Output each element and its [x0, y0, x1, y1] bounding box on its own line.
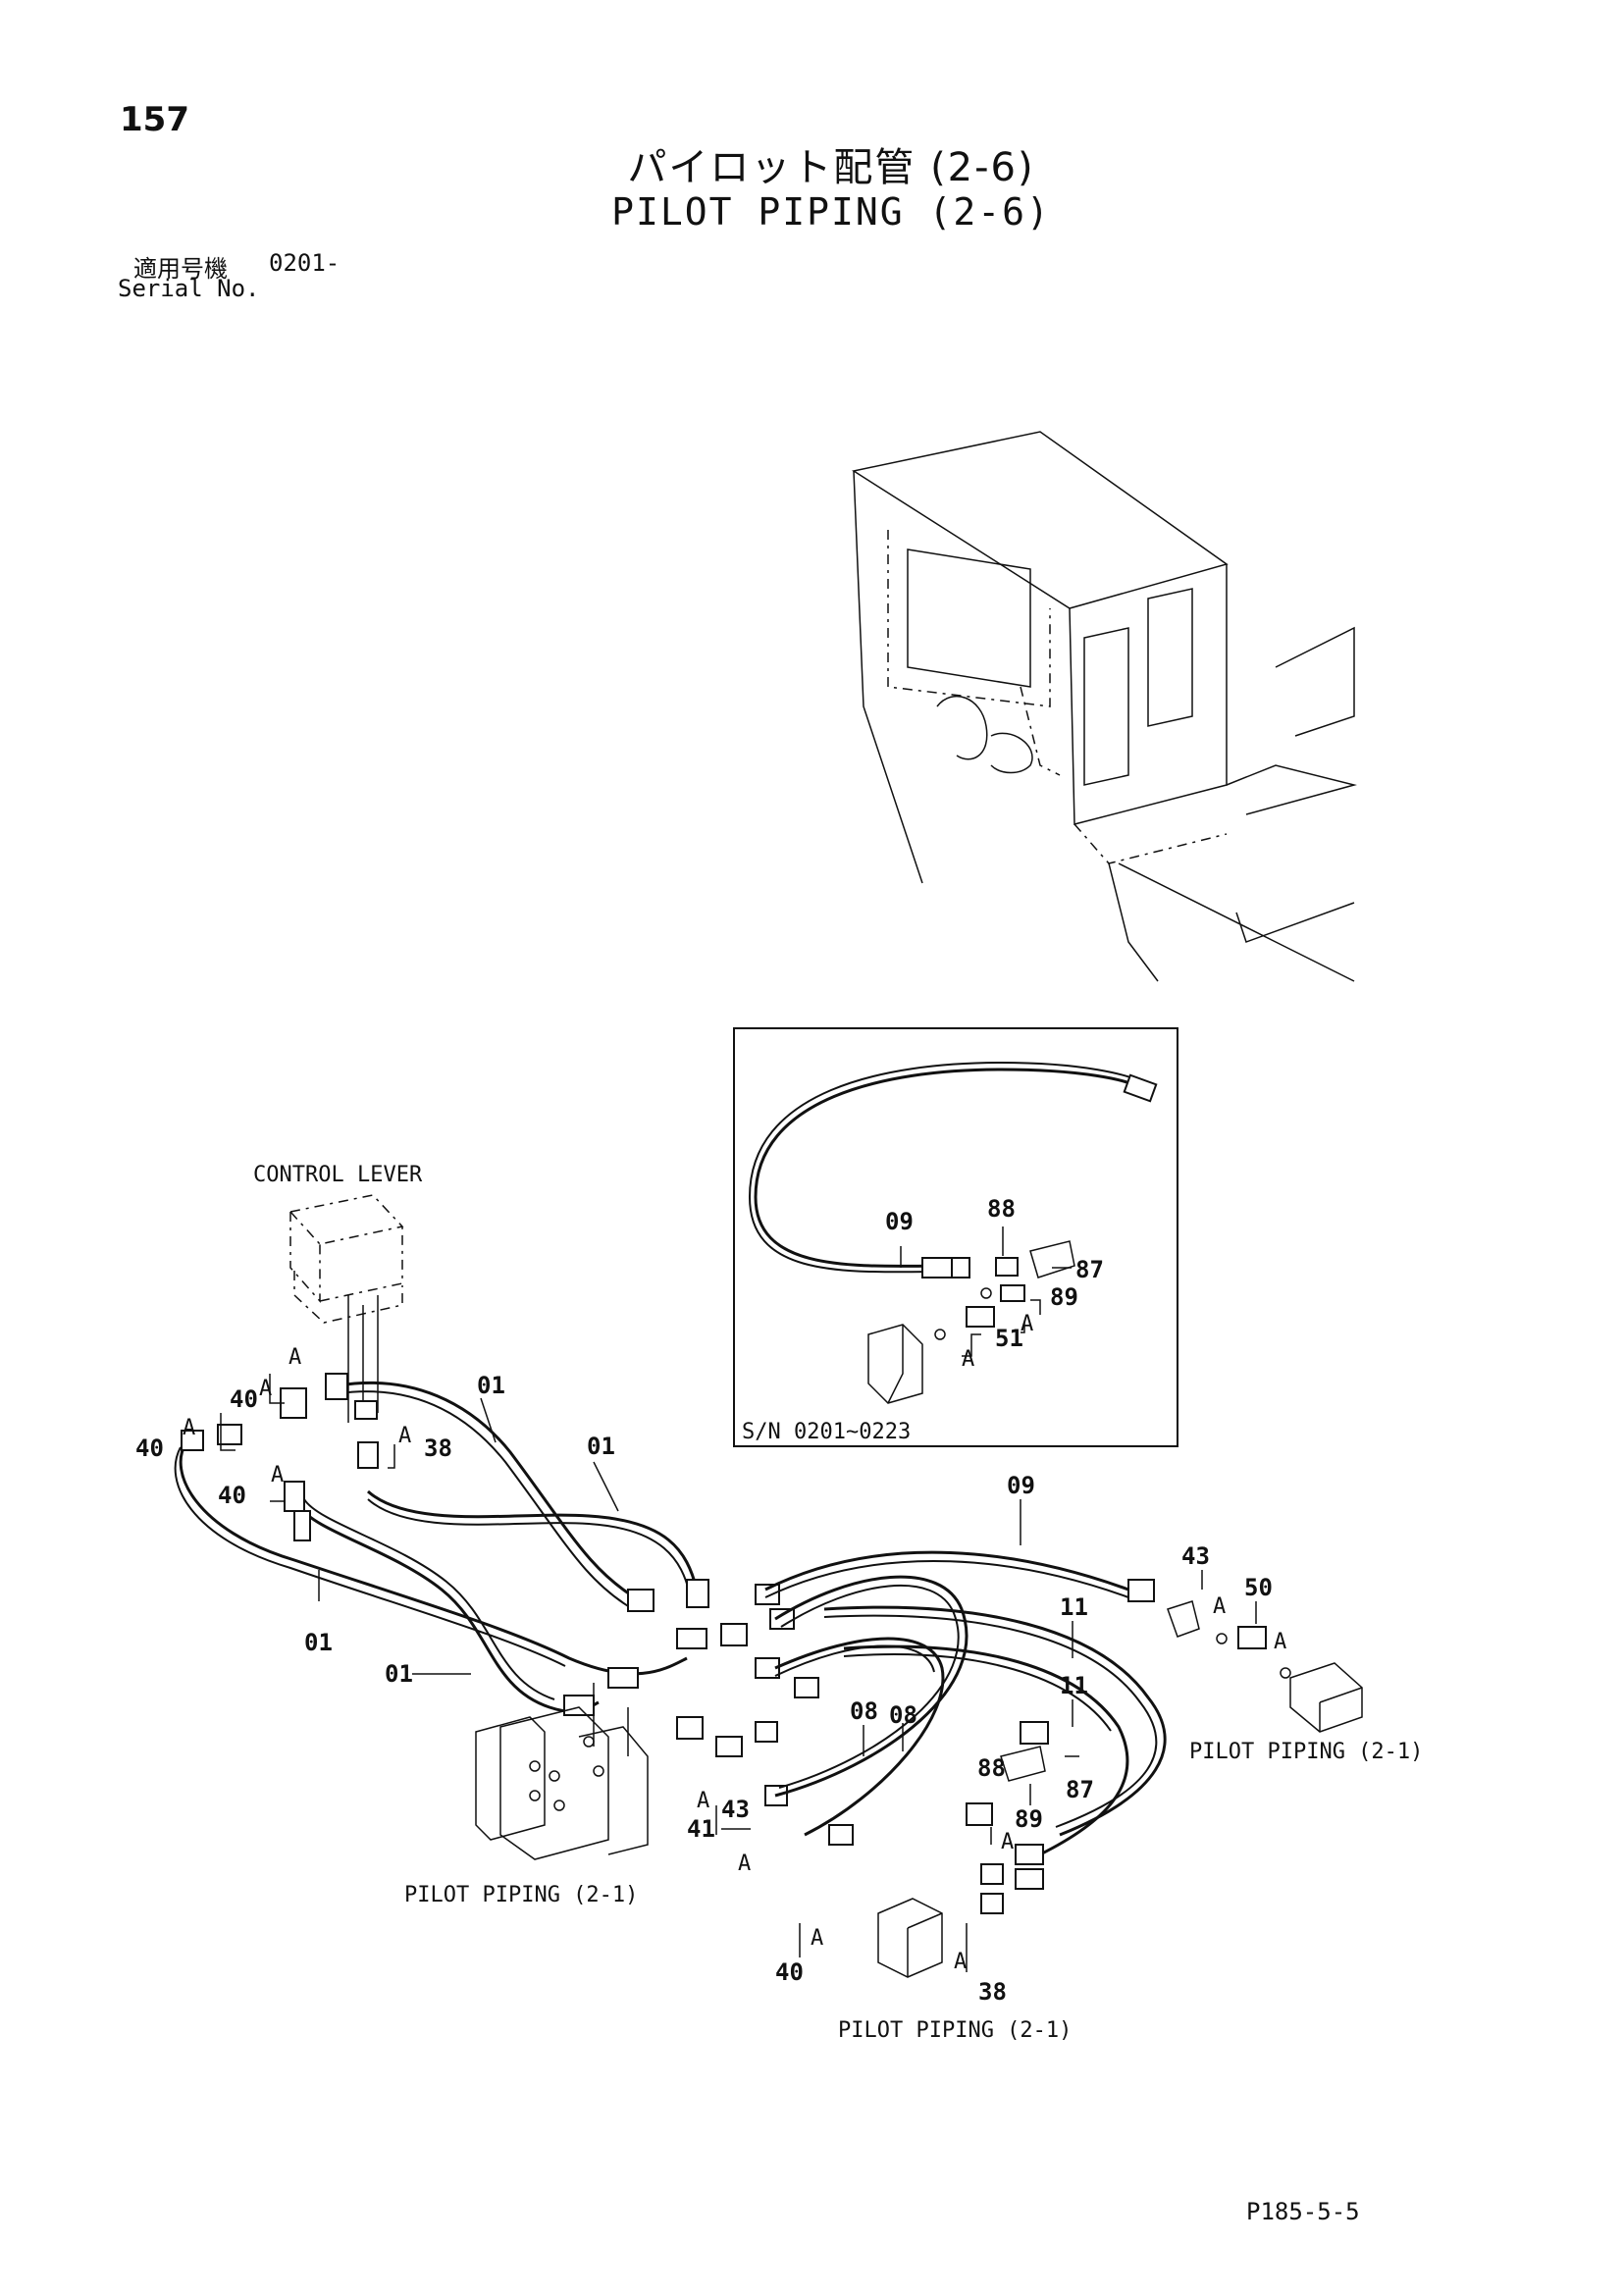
part-09: 09 — [1007, 1472, 1035, 1499]
control-lever-block — [288, 1194, 404, 1423]
serial-value: 0201- — [269, 249, 340, 277]
marker-a-11: A — [811, 1926, 823, 1951]
part-87: 87 — [1066, 1776, 1094, 1803]
part-01-a: 01 — [477, 1372, 505, 1399]
marker-a-7: A — [1274, 1630, 1286, 1654]
part-40-d: 40 — [775, 1958, 804, 1986]
control-lever-label: CONTROL LEVER — [253, 1163, 423, 1187]
marker-a-8: A — [697, 1789, 709, 1813]
part-89: 89 — [1015, 1805, 1043, 1833]
part-43-b: 43 — [721, 1796, 750, 1823]
marker-a-3: A — [183, 1416, 195, 1440]
serial-label-japanese: 適用号機 — [133, 255, 228, 283]
leader-lines — [220, 1374, 1257, 1972]
part-38-a: 38 — [424, 1435, 452, 1462]
footer-code: P185-5-5 — [1246, 2198, 1360, 2225]
pilot-piping-callout-right: PILOT PIPING (2-1) — [1189, 1740, 1423, 1764]
part-51-inset: 51 — [995, 1325, 1023, 1352]
part-01-c: 01 — [304, 1629, 333, 1656]
marker-a-9: A — [738, 1852, 751, 1876]
part-89-inset: 89 — [1050, 1283, 1078, 1311]
marker-a-12: A — [954, 1950, 967, 1974]
marker-a-2: A — [288, 1345, 301, 1370]
part-11-b: 11 — [1060, 1672, 1088, 1699]
page-title-japanese: パイロット配管 (2-6) — [627, 145, 1035, 190]
page-number: 157 — [120, 100, 189, 139]
part-43-a: 43 — [1181, 1542, 1210, 1570]
serial-label-english: Serial No. — [118, 275, 260, 302]
part-38-b: 38 — [978, 1978, 1007, 2006]
part-11-a: 11 — [1060, 1593, 1088, 1621]
part-09-inset: 09 — [885, 1208, 914, 1235]
part-08-a: 08 — [850, 1697, 878, 1725]
part-40-a: 40 — [230, 1385, 258, 1413]
valve-block — [475, 1683, 649, 1860]
marker-a-1: A — [259, 1377, 272, 1401]
cab-illustration — [852, 431, 1357, 982]
page-title-english: PILOT PIPING (2-6) — [611, 190, 1051, 234]
marker-a-10: A — [1001, 1830, 1014, 1854]
pilot-piping-callout-bottom: PILOT PIPING (2-1) — [838, 2018, 1072, 2043]
part-01-b: 01 — [587, 1433, 615, 1460]
part-40-c: 40 — [218, 1482, 246, 1509]
inset-box — [733, 1027, 1178, 1447]
marker-a-inset-1: A — [1021, 1312, 1033, 1336]
inset-serial-range: S/N 0201~0223 — [742, 1420, 911, 1444]
marker-a-4: A — [271, 1463, 284, 1487]
marker-a-inset-2: A — [962, 1347, 974, 1372]
part-40-b: 40 — [135, 1435, 164, 1462]
right-hoses — [764, 1550, 1363, 1978]
part-41: 41 — [687, 1815, 715, 1843]
part-01-d: 01 — [385, 1660, 413, 1688]
part-87-inset: 87 — [1075, 1256, 1104, 1283]
pilot-piping-callout-left: PILOT PIPING (2-1) — [404, 1883, 638, 1907]
marker-a-6: A — [1213, 1594, 1226, 1619]
main-hoses — [174, 1373, 854, 1846]
part-88-inset: 88 — [987, 1195, 1016, 1223]
part-08-b: 08 — [889, 1701, 917, 1729]
marker-a-5: A — [398, 1424, 411, 1448]
part-50: 50 — [1244, 1574, 1273, 1601]
part-88: 88 — [977, 1754, 1006, 1782]
